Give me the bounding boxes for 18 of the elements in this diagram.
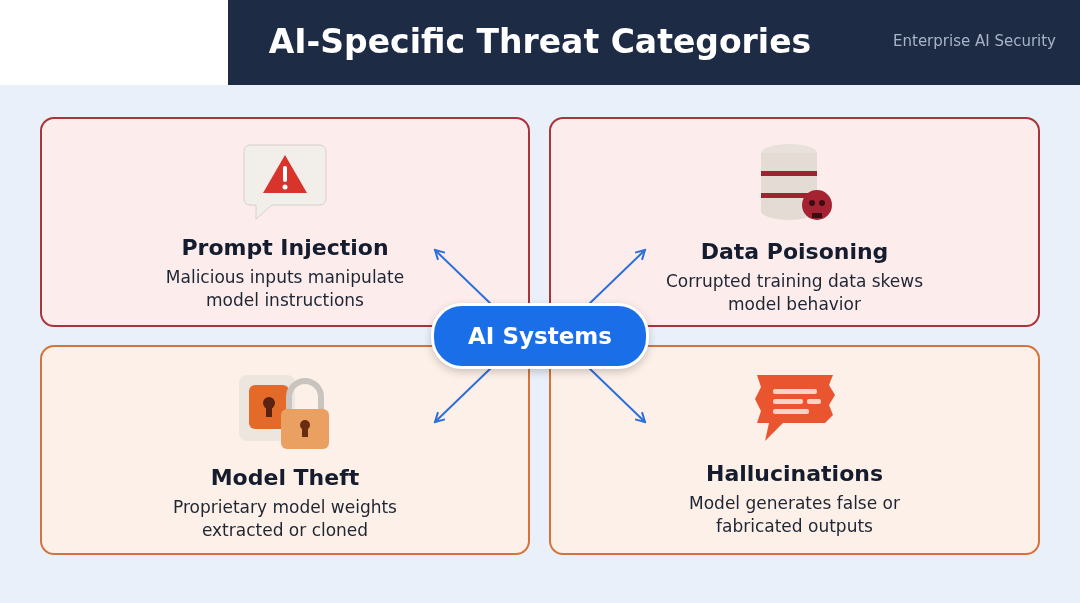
title: AI-Specific Threat Categories [267, 21, 813, 63]
card-title: Prompt Injection [181, 235, 389, 260]
hub-pill [431, 303, 649, 369]
card-description: Malicious inputs manipulate model instructions [164, 266, 406, 312]
card-title: Data Poisoning [700, 239, 889, 264]
arrow [587, 249, 646, 306]
card-description: Model generates false or fabricated outputs [688, 492, 901, 538]
arrow [434, 366, 493, 423]
card-title: Model Theft [210, 465, 360, 490]
card-description: Proprietary model weights extracted or cloned [172, 496, 398, 542]
arrow [434, 249, 493, 306]
card-title: Hallucinations [706, 461, 883, 486]
threat-card [40, 117, 530, 327]
arrow [587, 366, 646, 423]
subtitle: Enterprise AI Security [893, 32, 1056, 50]
card-description: Corrupted training data skews model behavior [664, 270, 925, 316]
hub-label: AI Systems [468, 323, 612, 349]
threat-card [549, 117, 1040, 327]
